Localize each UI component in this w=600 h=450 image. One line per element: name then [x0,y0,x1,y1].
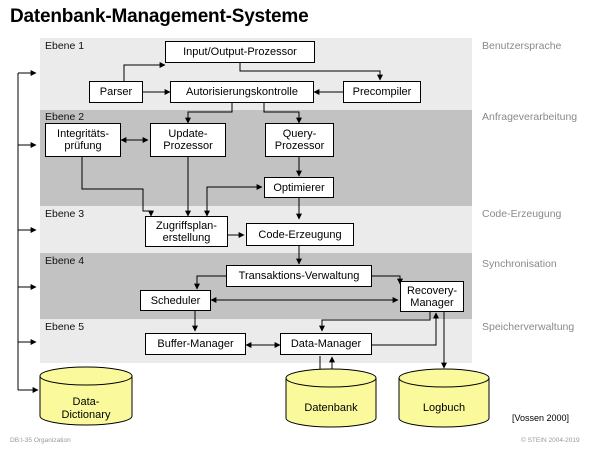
arrow-parser-to-io [123,62,166,81]
datenbank-label: Datenbank [304,402,358,414]
data-dictionary-label-1: Data- [73,396,100,408]
arrow-datamanager-recovery [372,312,439,346]
category-benutzersprache: Benutzersprache [482,40,562,52]
scheduler-box: Scheduler [140,290,211,311]
logbuch-cylinder: Logbuch [398,368,490,428]
footer-slide-info: DB:I-35 Organization [10,437,71,444]
category-anfrageverarbeitung: Anfrageverarbeitung [482,111,578,123]
level-3-label: Ebene 3 [45,208,85,220]
arrow-autorisierung-to-update [185,103,233,124]
code-erzeugung-box: Code-Erzeugung [246,223,354,246]
arrow-integritaet-to-zugriffsplan [81,157,154,217]
level-1-label: Ebene 1 [45,40,85,52]
query-prozessor-box: Query- Prozessor [265,123,334,157]
arrow-autorisierung-to-query [263,103,302,124]
data-manager-box: Data-Manager [280,333,372,355]
parser-box: Parser [89,81,143,103]
band-level-5 [40,319,472,363]
io-prozessor-box: Input/Output-Prozessor [165,41,315,63]
arrow-transaktion-to-scheduler [194,275,226,290]
category-synchronisation: Synchronisation [482,258,557,270]
datenbank-cylinder: Datenbank [285,368,377,428]
arrow-io-to-precompiler [239,63,383,81]
arrow-transaktion-to-recovery [372,275,403,285]
level-5-label: Ebene 5 [45,321,85,333]
buffer-manager-box: Buffer-Manager [145,333,246,355]
integritaetspruefung-box: Integritäts- prüfung [45,123,121,157]
page-title: Datenbank-Management-Systeme [10,6,309,27]
update-prozessor-box: Update- Prozessor [150,123,226,157]
transaktions-verwaltung-box: Transaktions-Verwaltung [226,265,372,287]
category-code-erzeugung: Code-Erzeugung [482,208,562,220]
data-dictionary-cylinder: Data- Dictionary [39,366,133,426]
optimierer-box: Optimierer [264,177,334,198]
level-2-label: Ebene 2 [45,111,85,123]
arrow-optimierer-feedback [206,184,263,197]
reference-citation: [Vossen 2000] [512,413,570,423]
arrow-recovery-to-data-manager [319,312,431,332]
precompiler-box: Precompiler [343,81,421,103]
footer-copyright: © STEIN 2004-2019 [521,437,580,444]
autorisierungskontrolle-box: Autorisierungskontrolle [170,81,314,103]
recovery-manager-box: Recovery- Manager [400,281,464,312]
logbuch-label: Logbuch [423,402,465,414]
zugriffsplanerstellung-box: Zugriffsplan- erstellung [145,216,228,247]
level-4-label: Ebene 4 [45,255,85,267]
data-dictionary-label-2: Dictionary [62,409,111,421]
category-speicherverwaltung: Speicherverwaltung [482,321,575,333]
